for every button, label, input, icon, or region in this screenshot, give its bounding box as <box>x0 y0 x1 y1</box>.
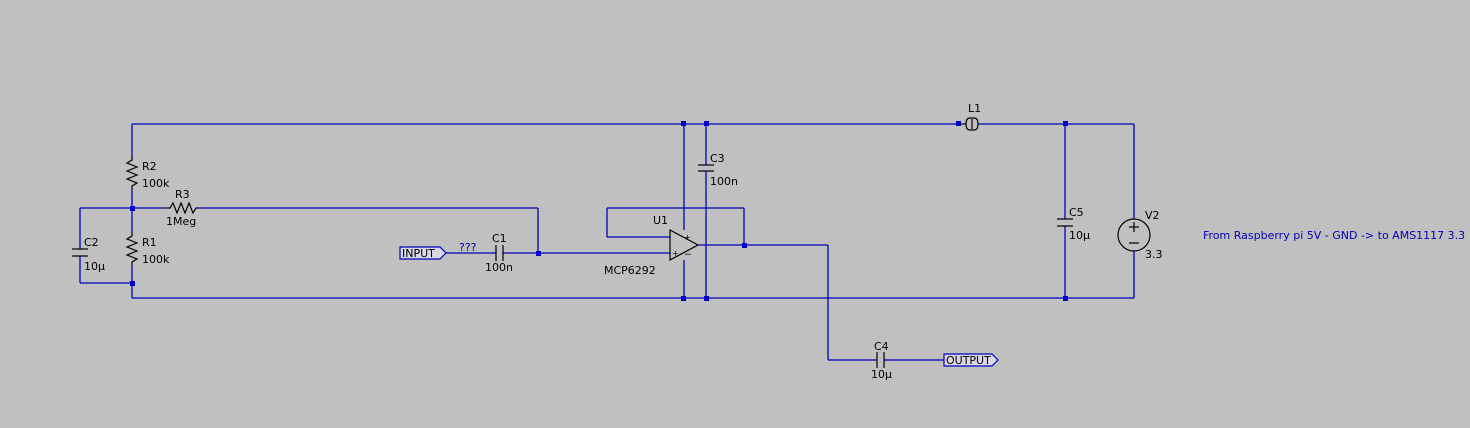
c3-ref: C3 <box>710 152 725 165</box>
c5-value: 10µ <box>1069 229 1090 242</box>
voltage-source-v2[interactable]: V2 3.3 <box>1117 209 1163 261</box>
c3-value: 100n <box>710 175 738 188</box>
r3-value: 1Meg <box>166 215 196 228</box>
capacitor-c1[interactable]: C1 100n <box>485 232 513 274</box>
v2-ref: V2 <box>1145 209 1160 222</box>
output-port[interactable]: OUTPUT <box>943 353 999 367</box>
wires <box>79 123 1135 361</box>
v2-value: 3.3 <box>1145 248 1163 261</box>
input-net-note: ??? <box>459 241 477 254</box>
capacitor-c4[interactable]: C4 10µ <box>871 340 892 381</box>
c4-value: 10µ <box>871 368 892 381</box>
r3-ref: R3 <box>175 188 190 201</box>
resistor-r3[interactable]: R3 1Meg <box>166 188 198 228</box>
c2-ref: C2 <box>84 236 99 249</box>
capacitor-c5[interactable]: C5 10µ <box>1057 206 1090 242</box>
c2-value: 10µ <box>84 260 105 273</box>
input-port[interactable]: INPUT <box>399 246 447 260</box>
capacitor-c3[interactable]: C3 100n <box>698 152 738 188</box>
r2-ref: R2 <box>142 160 157 173</box>
junction-dots <box>130 121 1068 301</box>
resistor-r1[interactable]: R1 100k <box>125 232 170 266</box>
l1-ref: L1 <box>968 102 981 115</box>
c4-ref: C4 <box>874 340 889 353</box>
supply-comment: From Raspberry pi 5V - GND -> to AMS1117… <box>1203 229 1465 242</box>
c1-value: 100n <box>485 261 513 274</box>
input-port-label: INPUT <box>402 247 435 260</box>
c5-ref: C5 <box>1069 206 1084 219</box>
opamp-plus-sign: + <box>684 233 691 242</box>
output-port-label: OUTPUT <box>946 354 991 367</box>
u1-ref: U1 <box>653 214 668 227</box>
opamp-noninverting-mark: + <box>672 249 679 258</box>
opamp-u1[interactable]: + + − U1 MCP6292 <box>604 214 700 277</box>
u1-value: MCP6292 <box>604 264 656 277</box>
r2-value: 100k <box>142 177 170 190</box>
c1-ref: C1 <box>492 232 507 245</box>
r1-ref: R1 <box>142 236 157 249</box>
inductor-l1[interactable]: L1 <box>959 102 981 131</box>
resistor-r2[interactable]: R2 100k <box>125 156 170 190</box>
capacitor-c2[interactable]: C2 10µ <box>72 236 105 273</box>
opamp-minus-sign: − <box>684 250 692 260</box>
r1-value: 100k <box>142 253 170 266</box>
